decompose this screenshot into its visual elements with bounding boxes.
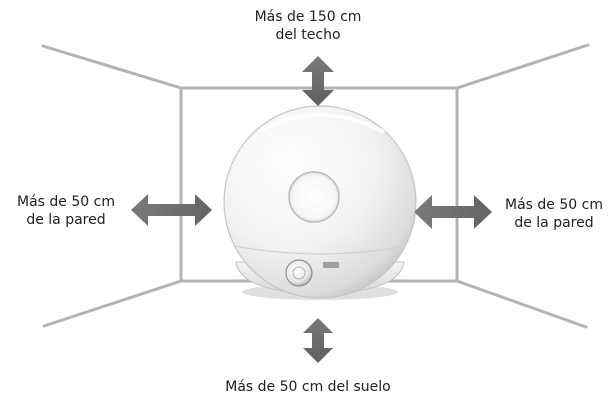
ceiling-clearance-line1: Más de 150 cm (254, 9, 362, 25)
arrow-left-right-left-wall (131, 194, 212, 226)
humidifier-device (223, 105, 417, 300)
arrow-up-down-floor (303, 318, 333, 363)
ceiling-edge-left (41, 44, 183, 90)
ceiling-clearance-line2: del techo (275, 27, 341, 43)
arrow-up-down-ceiling (302, 56, 334, 106)
arrow-left-right-right-wall (414, 195, 492, 229)
knob-icon (285, 259, 313, 287)
left-wall-clearance-line1: Más de 50 cm (17, 194, 115, 210)
right-wall-clearance-label: Más de 50 cm de la pared (492, 196, 616, 232)
brand-badge (323, 262, 339, 268)
device-seam (233, 245, 407, 255)
floor-clearance-label: Más de 50 cm del suelo (200, 378, 416, 396)
right-wall-clearance-line2: de la pared (514, 215, 594, 231)
right-wall-clearance-line1: Más de 50 cm (505, 197, 603, 213)
ceiling-clearance-label: Más de 150 cm del techo (228, 8, 388, 44)
left-wall-clearance-line2: de la pared (26, 212, 106, 228)
device-rim (257, 113, 385, 134)
left-wall-clearance-label: Más de 50 cm de la pared (2, 193, 130, 229)
device-hole (288, 171, 340, 223)
floor-clearance-line1: Más de 50 cm del suelo (225, 379, 391, 395)
knob-center (292, 266, 306, 280)
floor-edge-left (42, 279, 183, 328)
ceiling-edge-right (455, 43, 590, 90)
floor-edge-right (455, 279, 588, 329)
